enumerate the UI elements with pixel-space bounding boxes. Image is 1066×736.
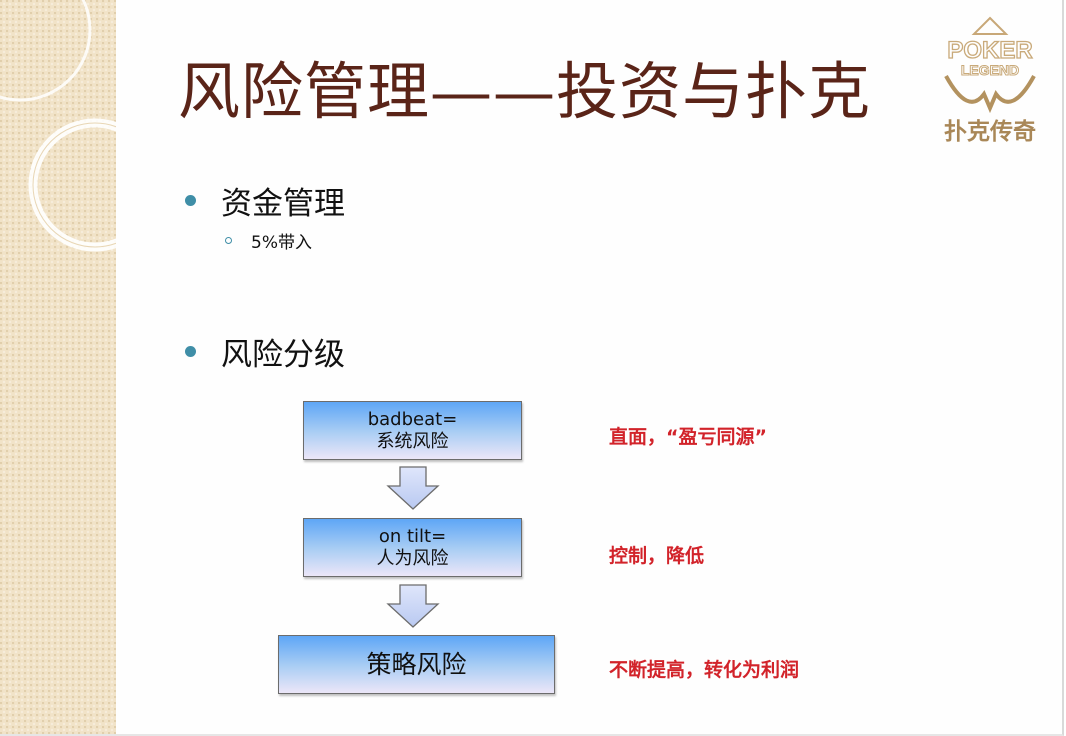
bullet-label: 风险分级 (221, 337, 345, 373)
flow-box-strategy-risk: 策略风险 (278, 635, 555, 694)
flow-box-line: on tilt= (378, 525, 447, 547)
bullet-label: 资金管理 (221, 186, 345, 222)
flow-box-system-risk: badbeat= 系统风险 (303, 401, 522, 460)
sub-bullet-ring-icon (225, 237, 232, 244)
sub-bullet-5pct: 5%带入 (225, 228, 312, 253)
poker-legend-logo-icon: POKER LEGEND 扑克传奇 (944, 16, 1036, 145)
decorative-side-panel (0, 0, 116, 734)
bullet-fund-management: 资金管理 (185, 178, 345, 223)
flow-box-line: 人为风险 (376, 547, 449, 569)
note-human-risk: 控制，降低 (609, 545, 705, 567)
sub-bullet-label: 5%带入 (251, 233, 312, 253)
flow-box-line: 策略风险 (366, 649, 467, 679)
flow-box-line: 系统风险 (376, 430, 449, 452)
bullet-dot-icon (185, 195, 196, 206)
note-system-risk: 直面，“盈亏同源” (609, 426, 767, 448)
bullet-risk-grading: 风险分级 (185, 329, 345, 374)
down-arrow-icon (386, 466, 440, 510)
bullet-dot-icon (185, 346, 196, 357)
decorative-circles-icon (0, 0, 116, 252)
poker-legend-logo: POKER LEGEND 扑克传奇 (932, 16, 1048, 146)
svg-text:POKER: POKER (947, 37, 1032, 64)
svg-text:扑克传奇: 扑克传奇 (944, 118, 1036, 145)
note-strategy-risk: 不断提高，转化为利润 (609, 659, 800, 681)
flow-box-line: badbeat= (367, 408, 458, 430)
svg-text:LEGEND: LEGEND (961, 62, 1019, 78)
slide-title: 风险管理——投资与扑克 (178, 55, 872, 128)
down-arrow-icon (386, 584, 440, 628)
flow-box-human-risk: on tilt= 人为风险 (303, 518, 522, 577)
